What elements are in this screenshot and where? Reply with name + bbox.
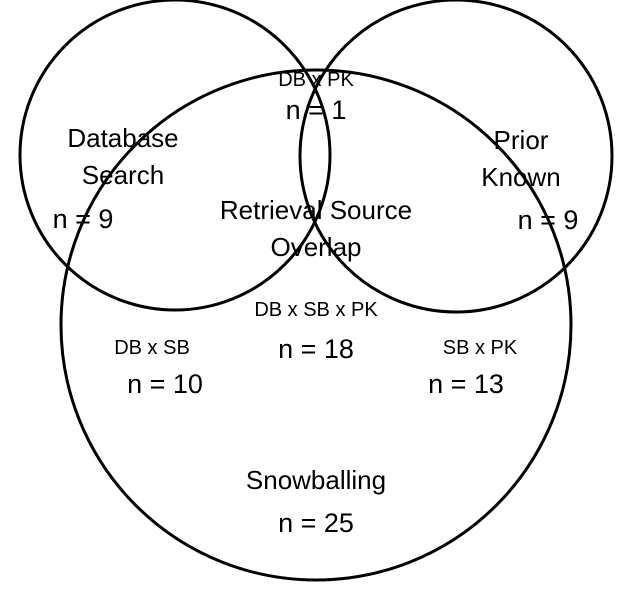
db-pk-label: DB x PK [278, 69, 354, 91]
center-title-line1: Retrieval Source [220, 195, 412, 225]
database-search-count: n = 9 [53, 204, 114, 234]
db-sb-pk-count: n = 18 [278, 334, 354, 364]
snowballing-count: n = 25 [278, 508, 354, 538]
snowballing-label: Snowballing [246, 465, 386, 495]
db-sb-pk-label: DB x SB x PK [254, 299, 378, 321]
database-search-label-line1: Database [67, 123, 178, 153]
prior-known-circle [298, 0, 614, 314]
snowballing-circle [59, 68, 573, 582]
prior-known-count: n = 9 [518, 205, 579, 235]
db-pk-count: n = 1 [286, 95, 347, 125]
center-title-line2: Overlap [270, 232, 361, 262]
prior-known-label-line1: Prior [494, 125, 549, 155]
db-sb-label: DB x SB [114, 337, 190, 359]
prior-known-label-line2: Known [481, 162, 561, 192]
database-search-label-line2: Search [82, 160, 164, 190]
database-search-circle [18, 0, 332, 312]
sb-pk-count: n = 13 [428, 369, 504, 399]
sb-pk-label: SB x PK [443, 337, 518, 359]
db-sb-count: n = 10 [127, 369, 203, 399]
